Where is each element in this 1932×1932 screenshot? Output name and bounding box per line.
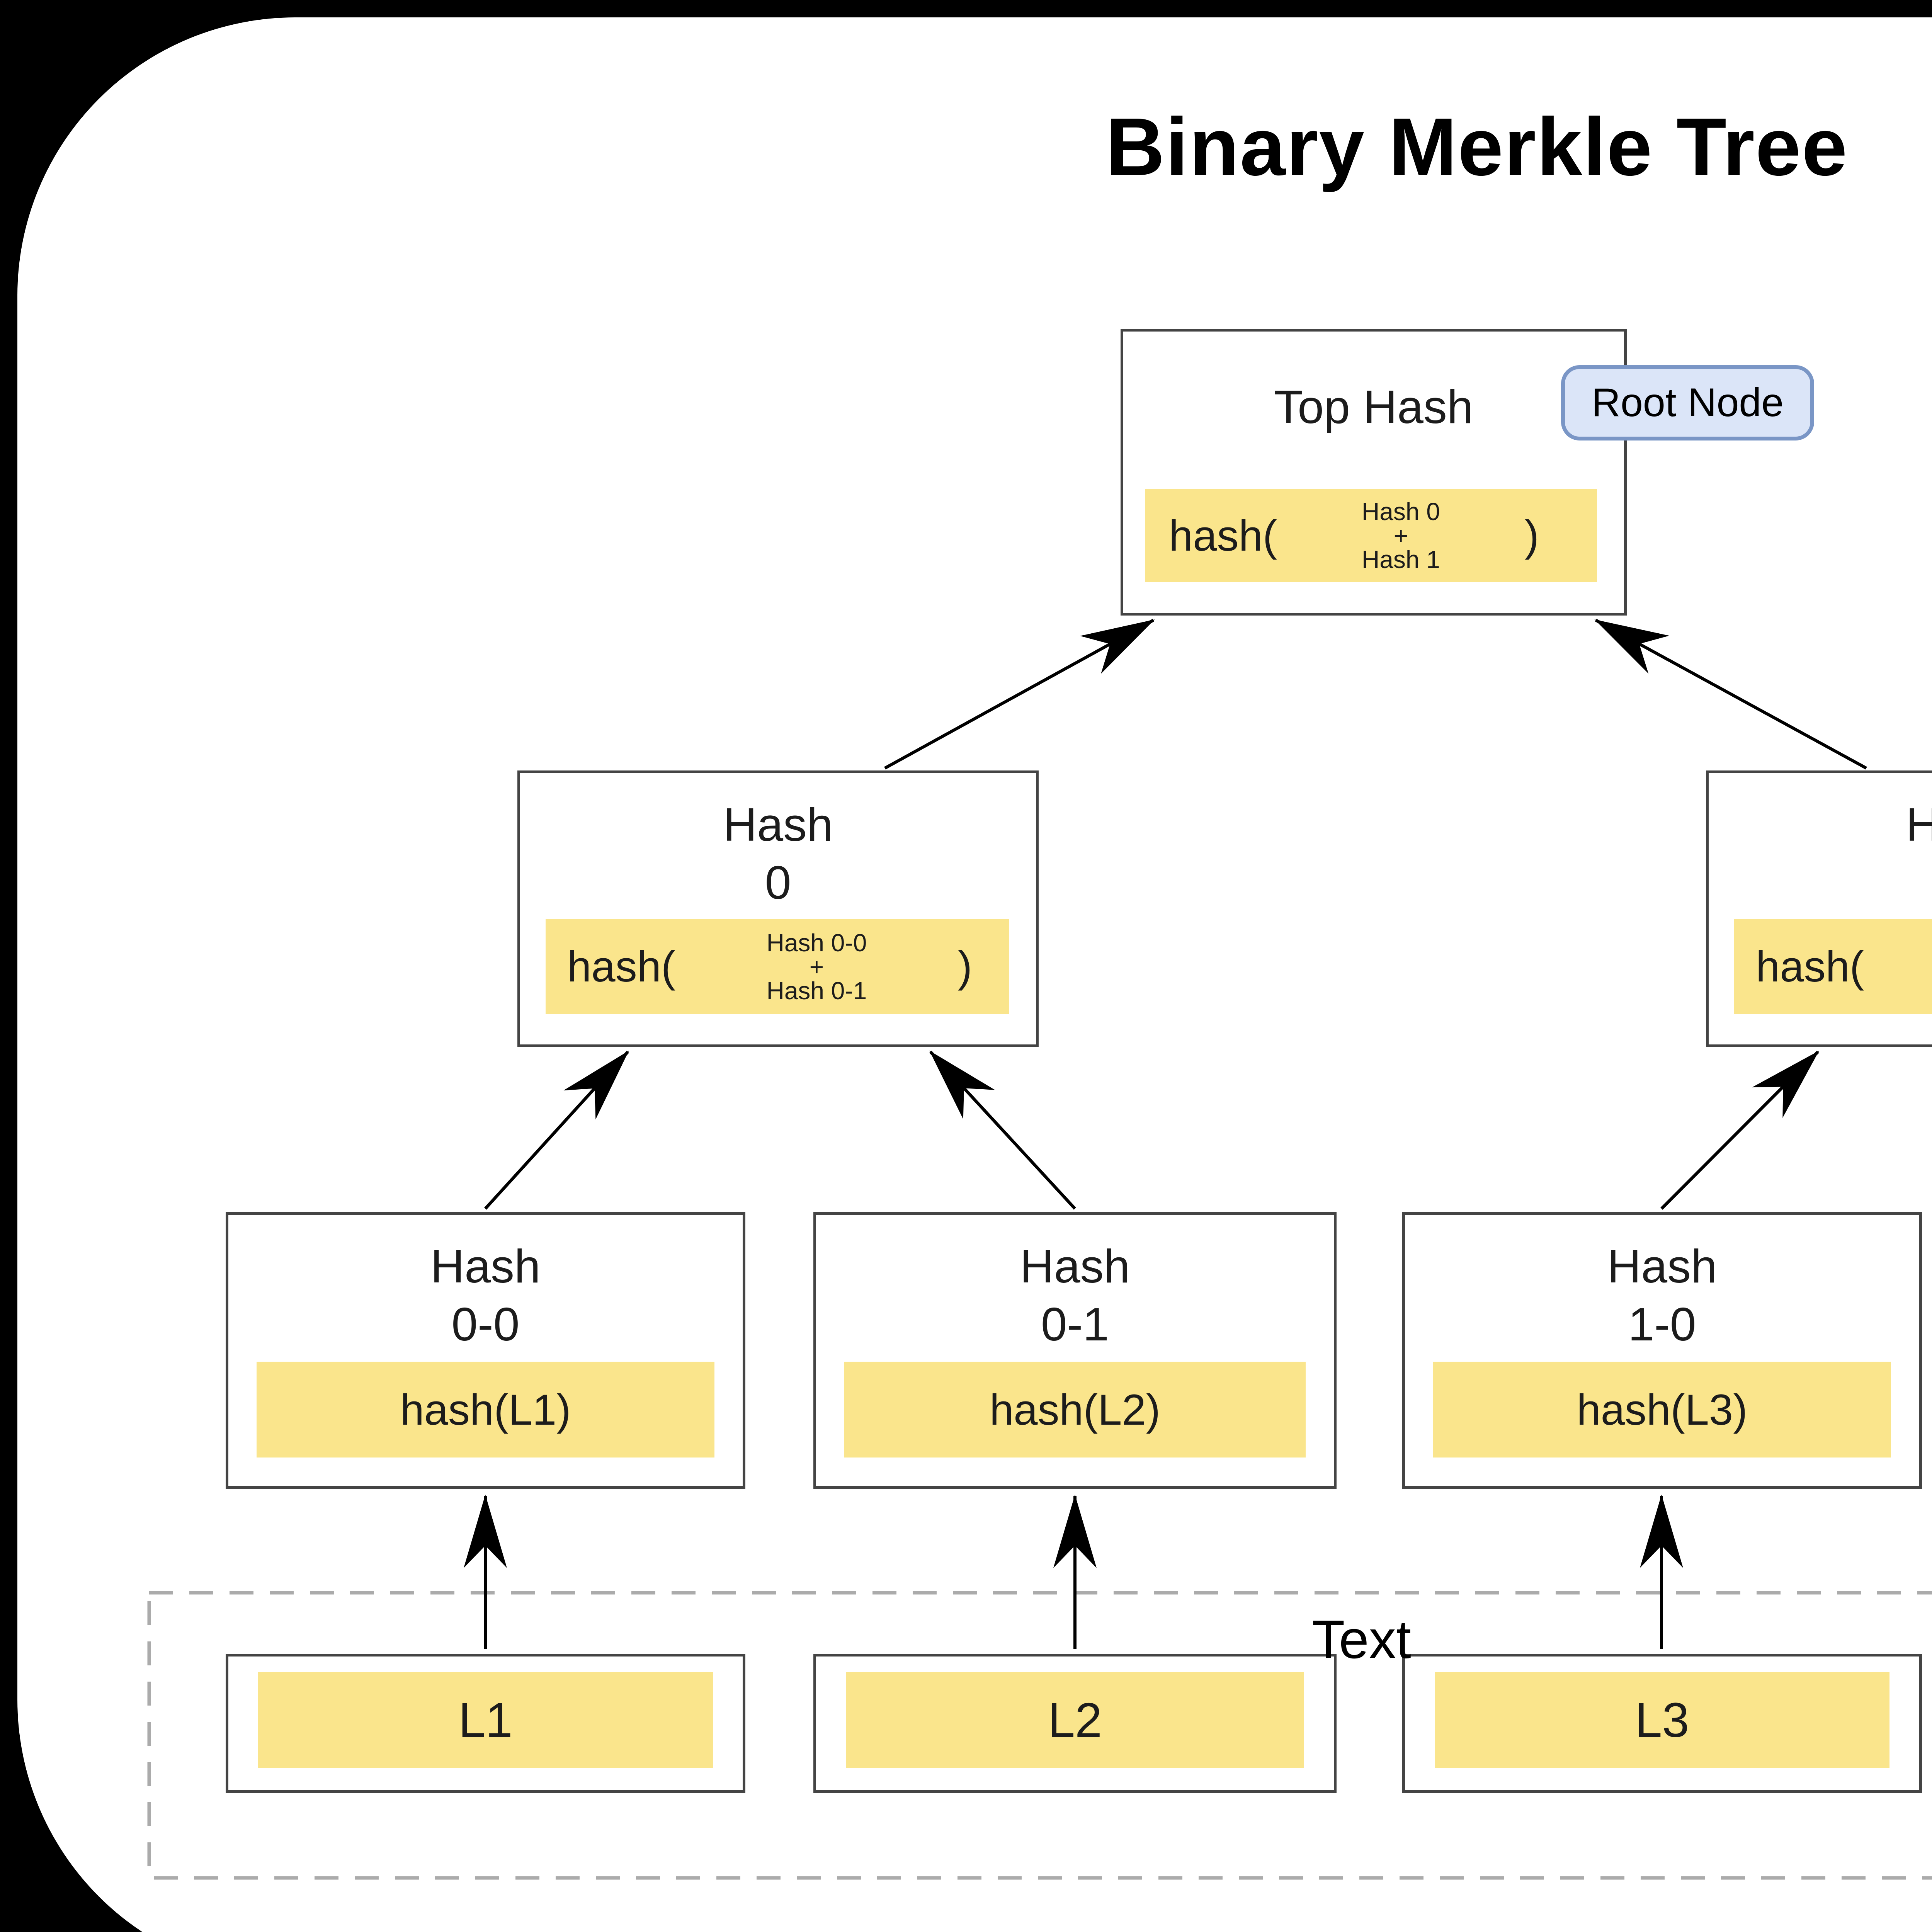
data-block-l2: L2 xyxy=(813,1654,1337,1793)
block-label: L1 xyxy=(458,1692,513,1747)
hash-open: hash( xyxy=(1756,942,1864,991)
node-hash-0-0-formula: hash(L1) xyxy=(257,1362,714,1458)
page-title: Binary Merkle Tree xyxy=(1105,101,1848,192)
operand: Hash 1 xyxy=(1362,546,1440,573)
data-block-l3: L3 xyxy=(1402,1654,1922,1793)
node-hash-1: Hash 1 hash( Hash 1-0 + Hash 1-1 ) xyxy=(1706,770,1932,1047)
operand: Hash 0-1 xyxy=(766,976,867,1005)
data-blocks-container xyxy=(147,1591,1932,1880)
node-top-hash-title: Top Hash xyxy=(1274,381,1473,433)
data-block-l3-label: L3 xyxy=(1435,1672,1889,1768)
plus-sign: + xyxy=(809,952,824,981)
node-hash-0-1: Hash 0-1 hash(L2) xyxy=(813,1212,1337,1489)
node-hash-0-title: Hash 0 xyxy=(520,796,1036,912)
text-annotation: Text xyxy=(1312,1609,1411,1670)
operand: Hash 0 xyxy=(1362,498,1440,526)
node-hash-1-0: Hash 1-0 hash(L3) xyxy=(1402,1212,1922,1489)
title-line: 1-0 xyxy=(1628,1298,1696,1350)
title-line: 0-1 xyxy=(1041,1298,1109,1350)
arrow-hash0-to-top xyxy=(884,619,1155,770)
node-hash-0-0: Hash 0-0 hash(L1) xyxy=(226,1212,745,1489)
data-block-l1-label: L1 xyxy=(258,1672,713,1768)
data-block-l2-label: L2 xyxy=(846,1672,1304,1768)
hash-value: hash(L2) xyxy=(989,1385,1161,1434)
hash-open: hash( xyxy=(1169,511,1277,560)
block-label: L3 xyxy=(1635,1692,1689,1747)
title-line: Hash xyxy=(1607,1240,1717,1293)
block-label: L2 xyxy=(1048,1692,1102,1747)
hash-value: hash(L3) xyxy=(1577,1385,1748,1434)
node-hash-1-title: Hash 1 xyxy=(1709,796,1932,912)
node-hash-0-1-title: Hash 0-1 xyxy=(816,1237,1334,1353)
callout-root-node: Root Node xyxy=(1561,365,1814,440)
title-line: Hash xyxy=(723,798,833,851)
arrow-hash1-to-top xyxy=(1594,619,1867,770)
hash-close: ) xyxy=(957,942,972,991)
arrow-leaf00-to-hash0 xyxy=(484,1051,629,1210)
node-hash-0: Hash 0 hash( Hash 0-0 + Hash 0-1 ) xyxy=(517,770,1039,1047)
node-top-hash: Top Hash hash( Hash 0 + Hash 1 ) xyxy=(1121,329,1627,616)
node-hash-0-0-title: Hash 0-0 xyxy=(228,1237,743,1353)
hash-value: hash(L1) xyxy=(400,1385,571,1434)
node-top-hash-formula: hash( Hash 0 + Hash 1 ) xyxy=(1145,489,1597,582)
node-hash-0-formula: hash( Hash 0-0 + Hash 0-1 ) xyxy=(546,919,1009,1014)
node-hash-1-0-title: Hash 1-0 xyxy=(1405,1237,1919,1353)
title-line: 0 xyxy=(765,856,791,909)
hash-close: ) xyxy=(1524,511,1539,560)
title-line: Hash xyxy=(1020,1240,1130,1293)
plus-sign: + xyxy=(1393,522,1408,549)
arrow-leaf01-to-hash0 xyxy=(929,1051,1076,1210)
title-line: Hash xyxy=(430,1240,541,1293)
title-line: Hash xyxy=(1906,798,1932,851)
hash-operands: Hash 0 + Hash 1 xyxy=(1362,498,1440,573)
node-hash-1-formula: hash( Hash 1-0 + Hash 1-1 ) xyxy=(1734,919,1932,1014)
callout-root-node-label: Root Node xyxy=(1591,380,1784,425)
data-block-l1: L1 xyxy=(226,1654,745,1793)
node-hash-1-0-formula: hash(L3) xyxy=(1433,1362,1891,1458)
arrow-leaf10-to-hash1 xyxy=(1660,1051,1819,1210)
operand: Hash 0-0 xyxy=(766,929,867,957)
node-hash-0-1-formula: hash(L2) xyxy=(844,1362,1306,1458)
title-line: 0-0 xyxy=(451,1298,520,1350)
hash-open: hash( xyxy=(567,942,676,991)
hash-operands: Hash 0-0 + Hash 0-1 xyxy=(766,929,867,1005)
